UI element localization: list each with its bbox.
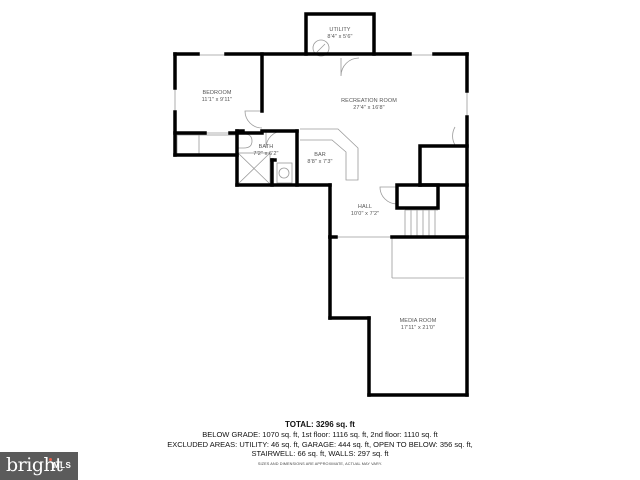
room-name: BATH: [258, 144, 274, 150]
room-dimensions: 8'4" x 5'6": [327, 34, 353, 40]
room-dimensions: 8'8" x 7'3": [307, 159, 333, 165]
disclaimer: SIZES AND DIMENSIONS ARE APPROXIMATE, AC…: [257, 462, 383, 466]
total-area: TOTAL: 3296 sq. ft: [285, 420, 355, 429]
floor-breakdown: BELOW GRADE: 1070 sq. ft, 1st floor: 111…: [202, 430, 438, 439]
room-dimensions: 27'4" x 16'8": [353, 105, 385, 111]
excluded-areas: EXCLUDED AREAS: UTILITY: 46 sq. ft, GARA…: [167, 439, 473, 449]
room-bedroom: BEDROOM 11'1" x 9'11": [202, 90, 233, 104]
room-name: UTILITY: [329, 27, 351, 33]
room-name: BEDROOM: [202, 90, 232, 96]
floor-plan: UTILITY 8'4" x 5'6" BEDROOM 11'1" x 9'11…: [173, 12, 469, 397]
logo-accent-dot-icon: [49, 458, 52, 461]
room-name: HALL: [357, 204, 373, 210]
room-dimensions: 10'0" x 7'2": [350, 211, 380, 217]
room-bar: BAR 8'8" x 7'3": [307, 152, 332, 166]
logo-suffix: MLS: [53, 461, 72, 470]
area-summary: TOTAL: 3296 sq. ft BELOW GRADE: 1070 sq.…: [0, 420, 640, 459]
bright-mls-logo: bright MLS: [0, 452, 78, 480]
room-utility: UTILITY 8'4" x 5'6": [327, 27, 352, 41]
room-name: MEDIA ROOM: [399, 318, 437, 324]
room-name: RECREATION ROOM: [341, 98, 397, 104]
room-dimensions: 11'1" x 9'11": [201, 97, 233, 103]
floor-plan-drawing: [173, 12, 469, 397]
room-recreation-room: RECREATION ROOM 27'4" x 16'8": [341, 98, 397, 112]
room-bath: BATH 7'2" x 6'2": [253, 144, 278, 158]
excluded-areas-continued: STAIRWELL: 66 sq. ft, WALLS: 297 sq. ft: [251, 449, 389, 458]
room-dimensions: 7'2" x 6'2": [253, 151, 279, 157]
room-name: BAR: [314, 152, 326, 158]
room-dimensions: 17'11" x 21'0": [400, 325, 436, 331]
logo-brand: bright: [6, 454, 63, 476]
room-hall: HALL 10'0" x 7'2": [351, 204, 379, 218]
room-media-room: MEDIA ROOM 17'11" x 21'0": [400, 318, 437, 332]
